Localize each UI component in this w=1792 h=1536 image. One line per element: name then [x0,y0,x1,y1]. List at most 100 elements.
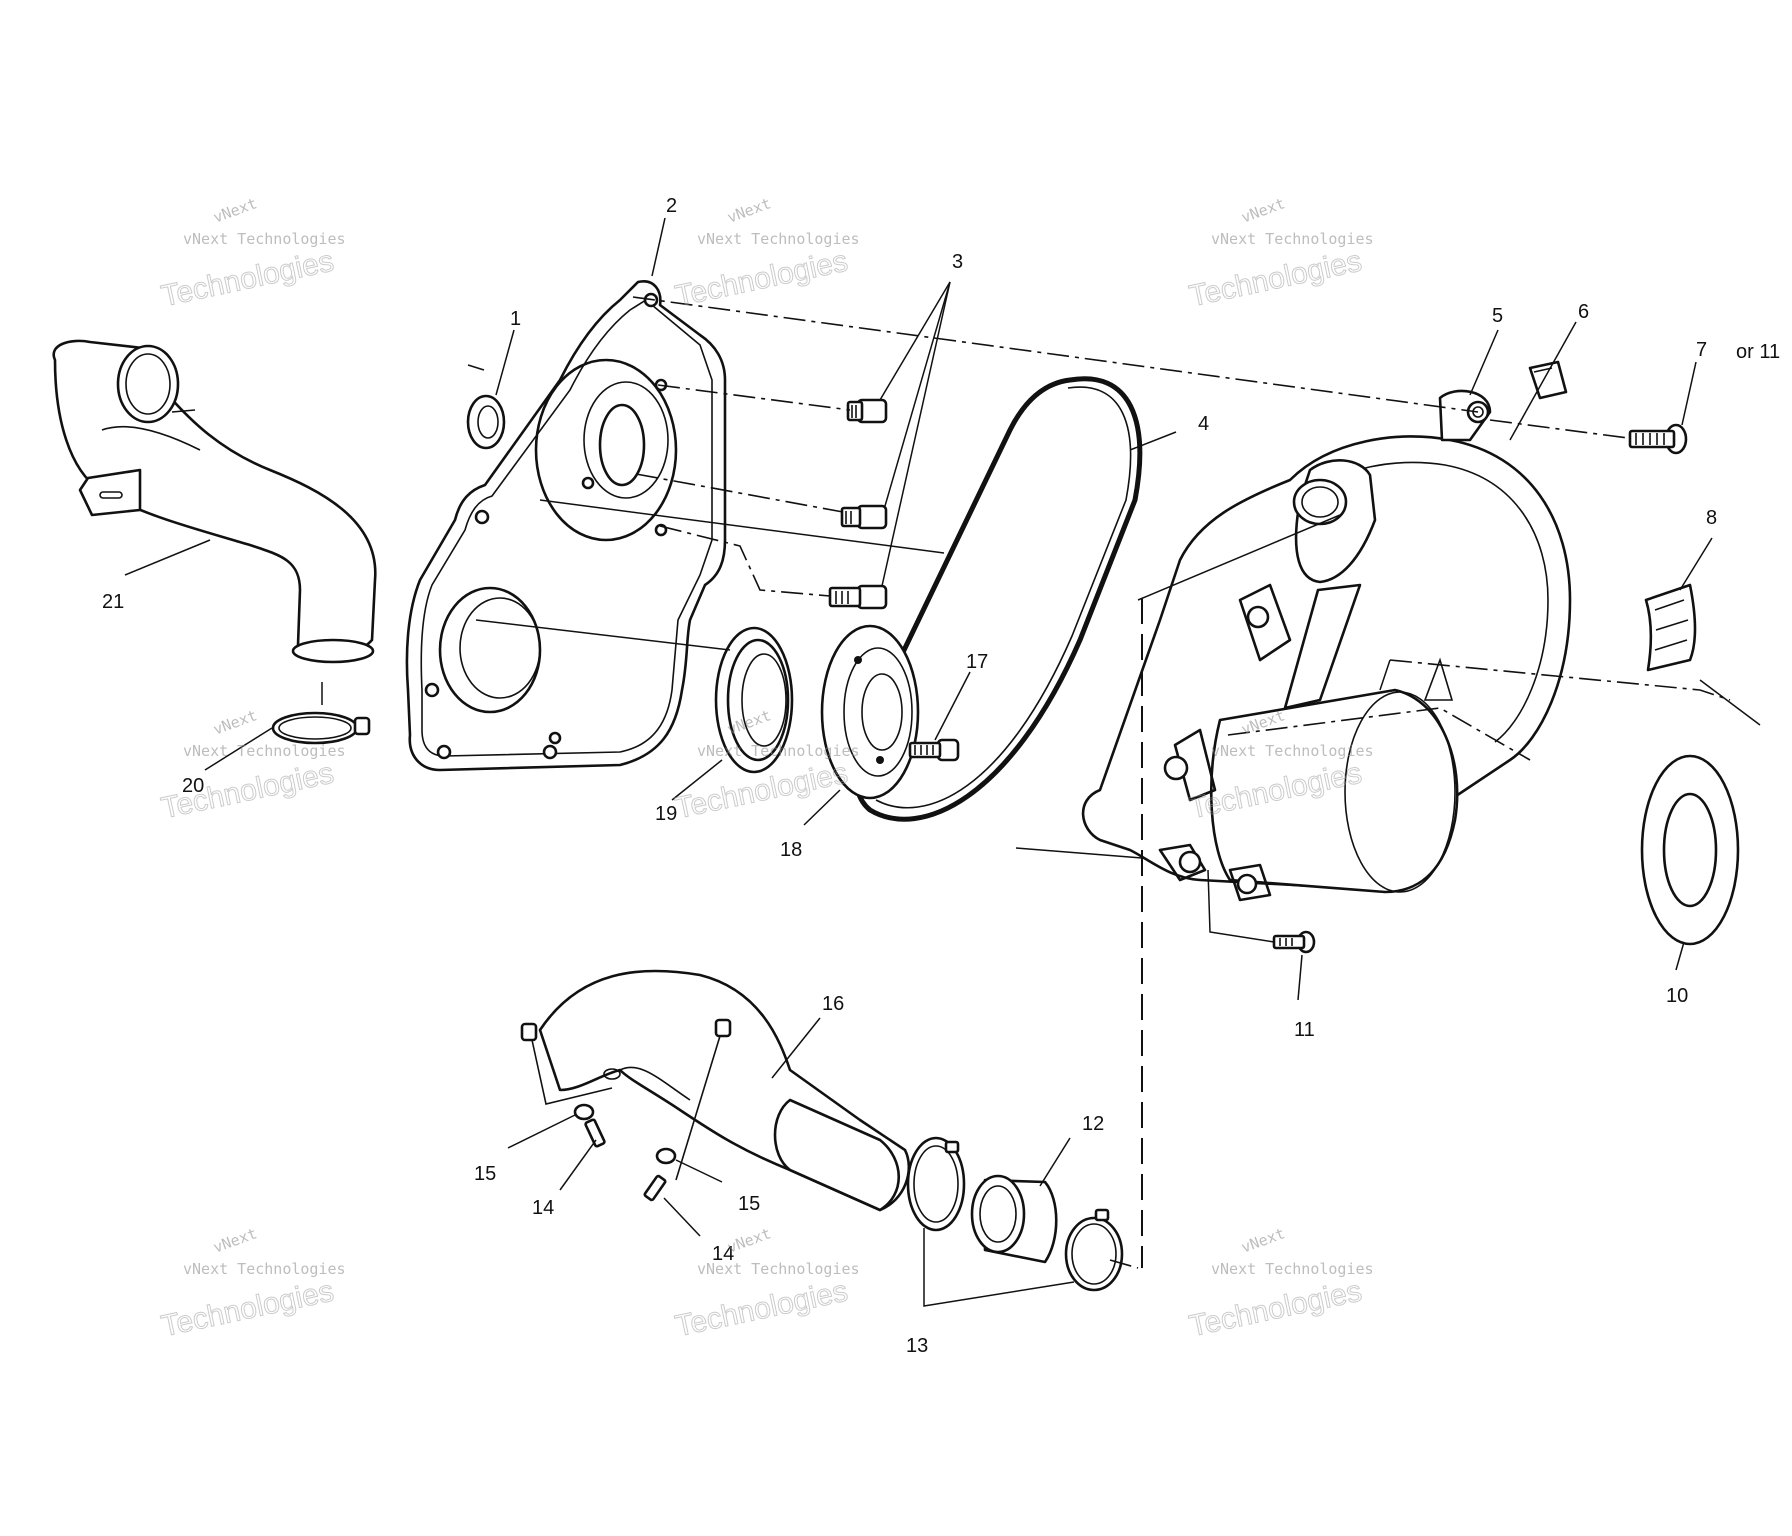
leader-15a [507,1114,576,1149]
watermark-8: vNext vNext Technologies Technologies [672,1224,860,1344]
svg-text:vNext Technologies: vNext Technologies [697,1260,860,1278]
leader-20 [204,727,273,771]
callout-19: 19 [655,803,677,825]
callout-8: 8 [1706,507,1717,529]
leader-5 [1469,329,1499,396]
leader-14a [559,1139,597,1191]
svg-text:vNext: vNext [725,194,774,226]
part-5-outer-cover [1081,389,1572,902]
svg-text:vNext: vNext [211,706,260,738]
callout-21: 21 [102,591,124,613]
part-12-coupler [970,1174,1058,1264]
part-16-outlet-duct [520,969,911,1212]
part-14-15-fasteners-right [643,1147,677,1202]
leader-3a [879,281,951,401]
part-8-label [1644,583,1697,672]
leader-2 [651,217,666,277]
leader-4 [1129,431,1177,451]
part-10-washer [1640,754,1740,946]
part-4-drive-belt [853,376,1143,822]
watermark-2: vNext vNext Technologies Technologies [672,194,860,314]
svg-text:Technologies: Technologies [158,757,336,826]
part-7-screw [1628,423,1688,455]
part-14-15-fasteners-left [573,1103,606,1148]
alignment-lines [467,296,1761,1269]
callout-18: 18 [780,839,802,861]
callout-3: 3 [952,251,963,273]
leader-8 [1679,537,1713,591]
leader-12 [1039,1137,1071,1187]
svg-text:vNext Technologies: vNext Technologies [697,742,860,760]
callout-15a: 15 [474,1163,496,1185]
svg-text:Technologies: Technologies [1186,245,1364,314]
part-17-bolt [908,738,960,762]
leader-19 [671,759,723,801]
part-11-screw [1272,930,1316,954]
part-2-inner-cover [405,280,727,772]
svg-text:Technologies: Technologies [672,1275,850,1344]
leader-7 [1681,361,1697,426]
callout-16: 16 [822,993,844,1015]
svg-text:Technologies: Technologies [158,245,336,314]
part-21-intake-duct [52,339,377,664]
part-3-bolts [828,398,888,610]
svg-text:vNext Technologies: vNext Technologies [1211,742,1374,760]
part-19-bearing-seal [714,626,794,774]
leader-13 [923,1228,1075,1307]
leader-10 [1675,941,1685,971]
part-6-decal [1528,360,1568,400]
svg-text:vNext Technologies: vNext Technologies [183,742,346,760]
leader-6 [1509,321,1577,441]
svg-text:vNext Technologies: vNext Technologies [1211,230,1374,248]
svg-text:vNext Technologies: vNext Technologies [183,230,346,248]
leader-16 [771,1017,821,1079]
callout-5: 5 [1492,305,1503,327]
part-20-hose-clamp [271,682,371,745]
leader-21b [171,409,196,413]
callout-4: 4 [1198,413,1209,435]
callout-11: 11 [1294,1019,1315,1041]
svg-text:vNext Technologies: vNext Technologies [183,1260,346,1278]
callout-1: 1 [510,308,521,330]
svg-text:vNext: vNext [1239,1224,1288,1256]
leader-3c [881,281,951,587]
callout-7-alt: or 11 [1736,341,1780,363]
leader-18 [803,789,841,826]
callout-7: 7 [1696,339,1707,361]
watermark-1: vNext vNext Technologies Technologies [158,194,346,314]
svg-text:vNext: vNext [1239,194,1288,226]
callout-17: 17 [966,651,988,673]
svg-text:vNext: vNext [211,1224,260,1256]
svg-text:vNext Technologies: vNext Technologies [1211,1260,1374,1278]
callout-12: 12 [1082,1113,1104,1135]
svg-text:vNext: vNext [725,1224,774,1256]
callout-14a: 14 [532,1197,554,1219]
callout-20: 20 [182,775,204,797]
svg-text:vNext Technologies: vNext Technologies [697,230,860,248]
callout-6: 6 [1578,301,1589,323]
leader-11 [1297,954,1303,1001]
svg-text:Technologies: Technologies [1186,1275,1364,1344]
watermark-3: vNext vNext Technologies Technologies [1186,194,1374,314]
part-1-seal [466,394,506,450]
part-18-pulley [820,624,920,800]
callout-13: 13 [906,1335,928,1357]
leader-15b [675,1159,723,1183]
leader-1 [495,329,515,396]
part-13-clamps [906,1136,1124,1292]
leader-3b [884,281,951,507]
watermark-9: vNext vNext Technologies Technologies [1186,1224,1374,1344]
callout-14b: 14 [712,1243,734,1265]
svg-text:vNext: vNext [211,194,260,226]
leader-14b [663,1197,701,1237]
leader-21 [124,539,211,576]
callout-15b: 15 [738,1193,760,1215]
callout-2: 2 [666,195,677,217]
svg-text:Technologies: Technologies [672,245,850,314]
watermark-4: vNext vNext Technologies Technologies [158,706,346,826]
leader-17 [934,671,971,741]
callout-10: 10 [1666,985,1688,1007]
watermark-7: vNext vNext Technologies Technologies [158,1224,346,1344]
svg-text:Technologies: Technologies [158,1275,336,1344]
